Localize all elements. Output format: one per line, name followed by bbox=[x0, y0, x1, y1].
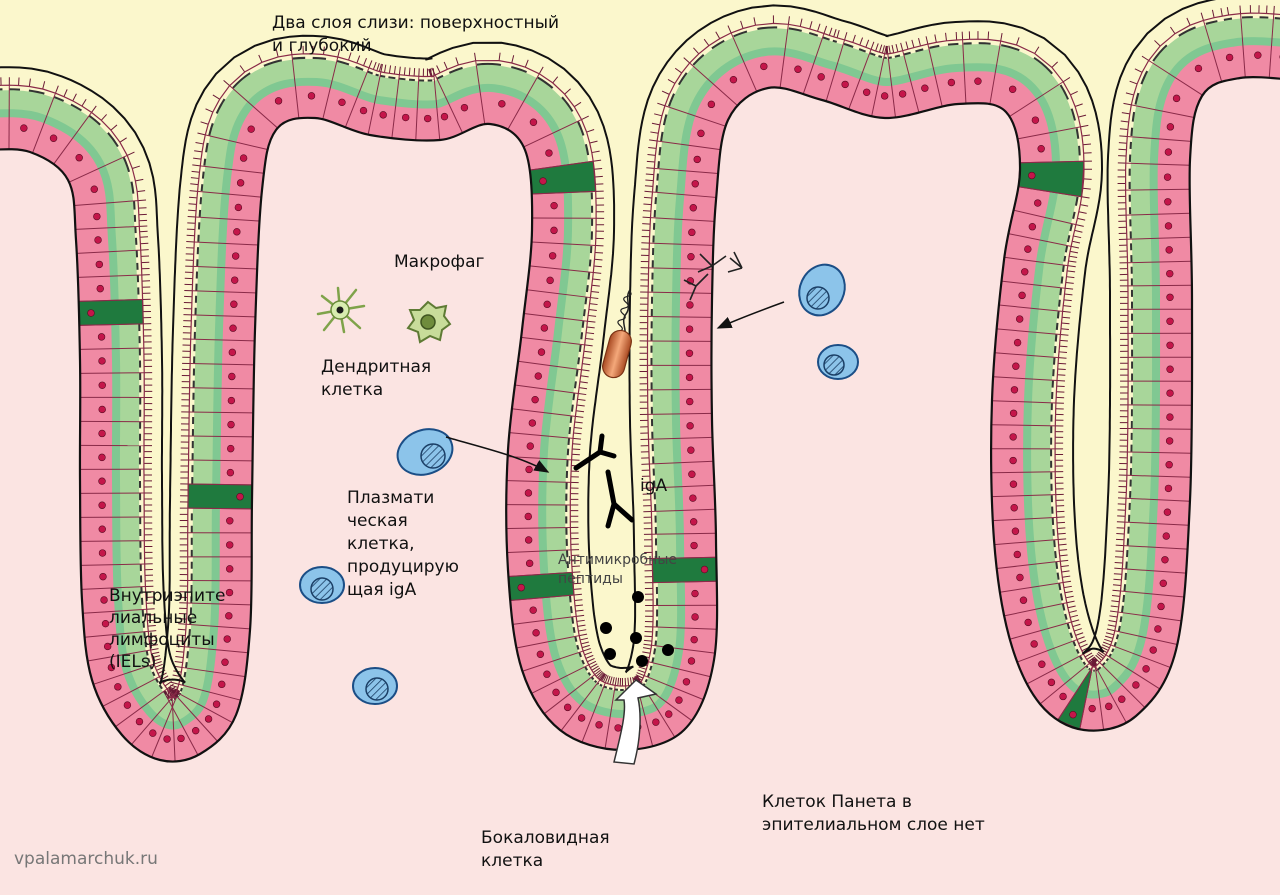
intraepithelial-lymphocyte bbox=[818, 345, 858, 379]
iel-label-line3: лимфоциты bbox=[109, 630, 215, 650]
dendritic-label-line2: клетка bbox=[321, 380, 383, 400]
plasma-label-line1: Плазмати bbox=[347, 488, 434, 508]
plasma-label-line5: щая igA bbox=[347, 580, 417, 600]
paneth-label-line2: эпителиальном слое нет bbox=[762, 815, 985, 835]
goblet-label-line1: Бокаловидная bbox=[481, 828, 610, 848]
intraepithelial-lymphocyte bbox=[300, 567, 344, 603]
goblet-label-line2: клетка bbox=[481, 851, 543, 871]
dendritic-label-line1: Дендритная bbox=[321, 357, 431, 377]
plasma-label-line2: ческая bbox=[347, 511, 408, 531]
iel-label-line1: Внутриэпите bbox=[109, 586, 225, 606]
intraepithelial-lymphocyte bbox=[353, 668, 397, 704]
amp-label-line1: Антимикробные bbox=[558, 552, 677, 568]
plasma-label-line3: клетка, bbox=[347, 534, 415, 554]
plasma-label-line4: продуцирую bbox=[347, 557, 459, 577]
iel-label-line2: лиальные bbox=[109, 608, 197, 628]
iel-label-line4: (IELs) bbox=[109, 652, 156, 672]
amp-label-line2: пептиды bbox=[558, 571, 623, 587]
mucus-label-line2: и глубокий bbox=[272, 36, 372, 56]
iga-label: igA bbox=[640, 476, 668, 496]
watermark: vpalamarchuk.ru bbox=[14, 849, 158, 869]
mucus-label-line1: Два слоя слизи: поверхностный bbox=[272, 13, 559, 33]
macrophage-label: Макрофаг bbox=[394, 252, 484, 272]
paneth-label-line1: Клеток Панета в bbox=[762, 792, 912, 812]
